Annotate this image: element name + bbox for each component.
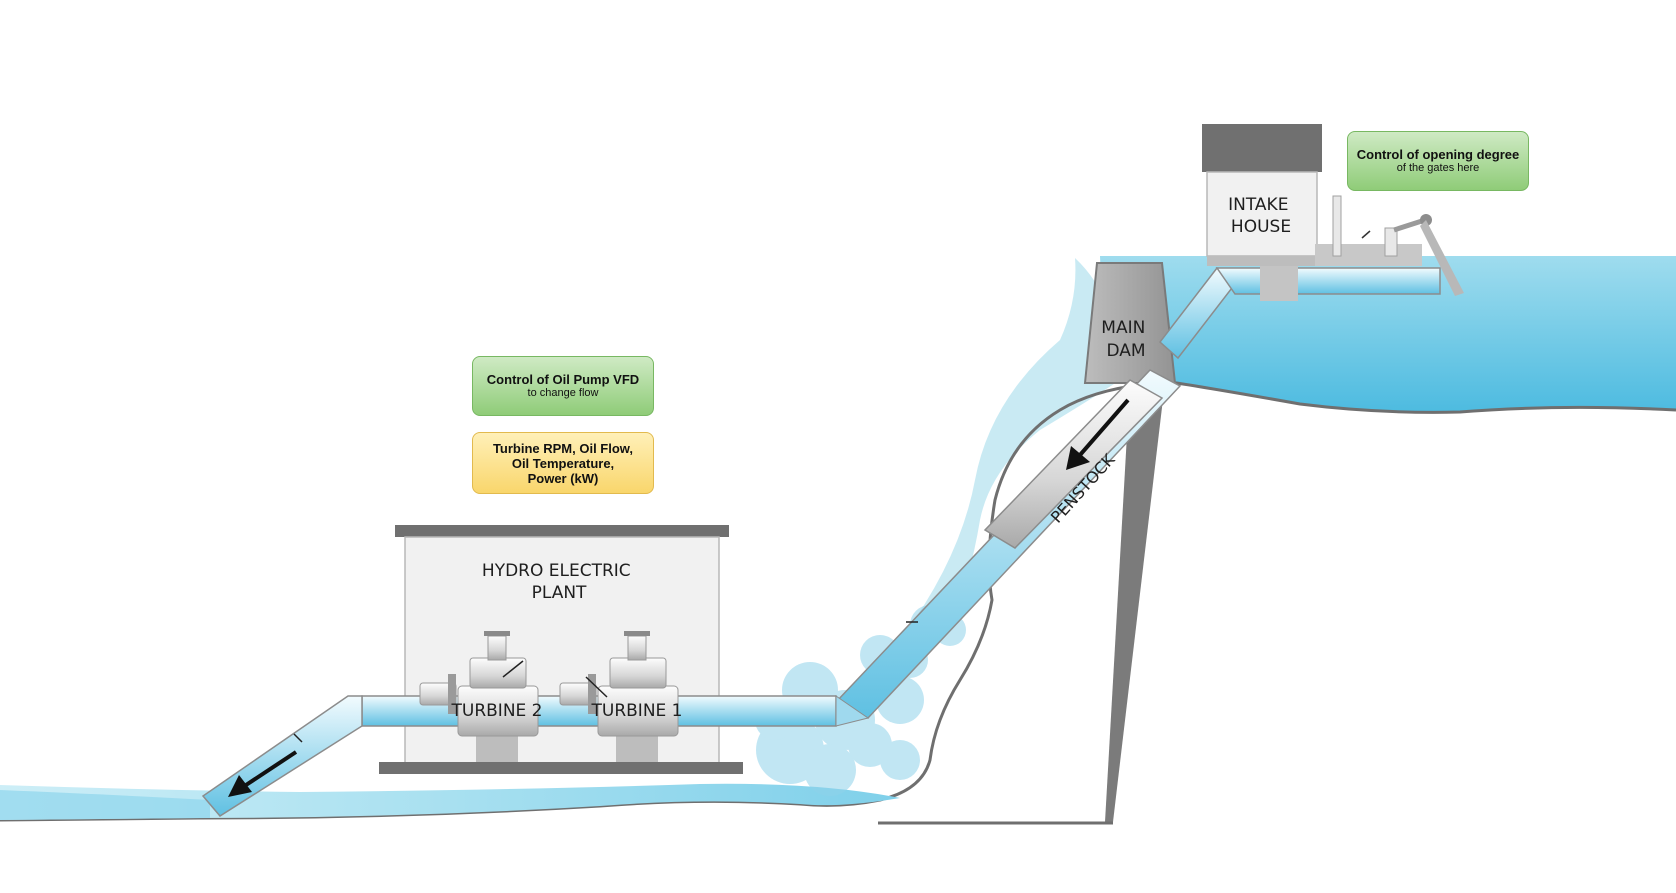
turbine-2-tick	[502, 660, 524, 678]
turbine-1-tick	[585, 676, 608, 698]
gate-leaf	[1420, 220, 1464, 296]
turbine-2-cap	[484, 631, 510, 636]
readings-line-2: Oil Temperature,	[511, 455, 615, 471]
gate-rod-2	[1384, 227, 1398, 257]
gate-tick	[1361, 230, 1371, 239]
oil-pump-callout: Control of Oil Pump VFD to change flow	[472, 356, 654, 416]
turbine-2-label: TURBINE 2	[451, 701, 543, 721]
gate-arm	[1393, 217, 1426, 233]
turbine-1-cap	[624, 631, 650, 636]
gate-base	[1315, 244, 1422, 266]
flow-arrow-penstock	[1066, 398, 1130, 470]
river-water-lower	[0, 790, 210, 820]
plant-label: HYDRO ELECTRIC PLANT	[482, 561, 636, 603]
intake-house-pier	[1260, 266, 1298, 301]
turbine-2	[419, 631, 539, 762]
turbine-1	[559, 631, 679, 762]
plant-foundation	[379, 762, 743, 774]
outlet-joint-mark	[293, 733, 303, 743]
main-dam-label: MAIN DAM	[1101, 318, 1150, 361]
intake-pipe-horizontal	[1215, 267, 1441, 295]
hillside-water	[900, 258, 1120, 640]
plant-roof	[395, 525, 729, 537]
readings-line-3: Power (kW)	[527, 470, 599, 486]
intake-house	[1202, 124, 1464, 301]
dam-foundation-wedge	[1105, 382, 1165, 822]
intake-house-roof	[1202, 124, 1322, 172]
readings-callout: Turbine RPM, Oil Flow, Oil Temperature, …	[472, 432, 654, 494]
reservoir-water	[1100, 256, 1676, 413]
penstock-elbow	[835, 695, 870, 727]
turbine-1-flange	[588, 674, 596, 714]
intake-house-label: INTAKE HOUSE	[1228, 195, 1294, 237]
turbine-1-base	[616, 736, 658, 762]
gate-control-callout: Control of opening degree of the gates h…	[1347, 131, 1529, 191]
oil-pump-title: Control of Oil Pump VFD	[486, 372, 640, 387]
turbine-2-base	[476, 736, 518, 762]
gate-control-title: Control of opening degree	[1356, 147, 1520, 162]
turbine-2-shaft	[487, 635, 507, 661]
gate-rod-1	[1332, 195, 1342, 257]
turbine-1-shaft	[627, 635, 647, 661]
oil-pump-sub: to change flow	[527, 387, 599, 399]
turbine-2-top	[469, 657, 527, 689]
reservoir-bed-line	[1169, 380, 1676, 414]
turbine-1-label: TURBINE 1	[591, 701, 683, 721]
intake-house-deck	[1207, 256, 1422, 266]
intake-house-wall	[1206, 171, 1318, 257]
turbine-2-flange	[448, 674, 456, 714]
readings-line-1: Turbine RPM, Oil Flow,	[492, 440, 634, 456]
turbine-1-top	[609, 657, 667, 689]
gate-control-sub: of the gates here	[1396, 162, 1480, 174]
flow-arrow-outlet	[228, 750, 298, 797]
